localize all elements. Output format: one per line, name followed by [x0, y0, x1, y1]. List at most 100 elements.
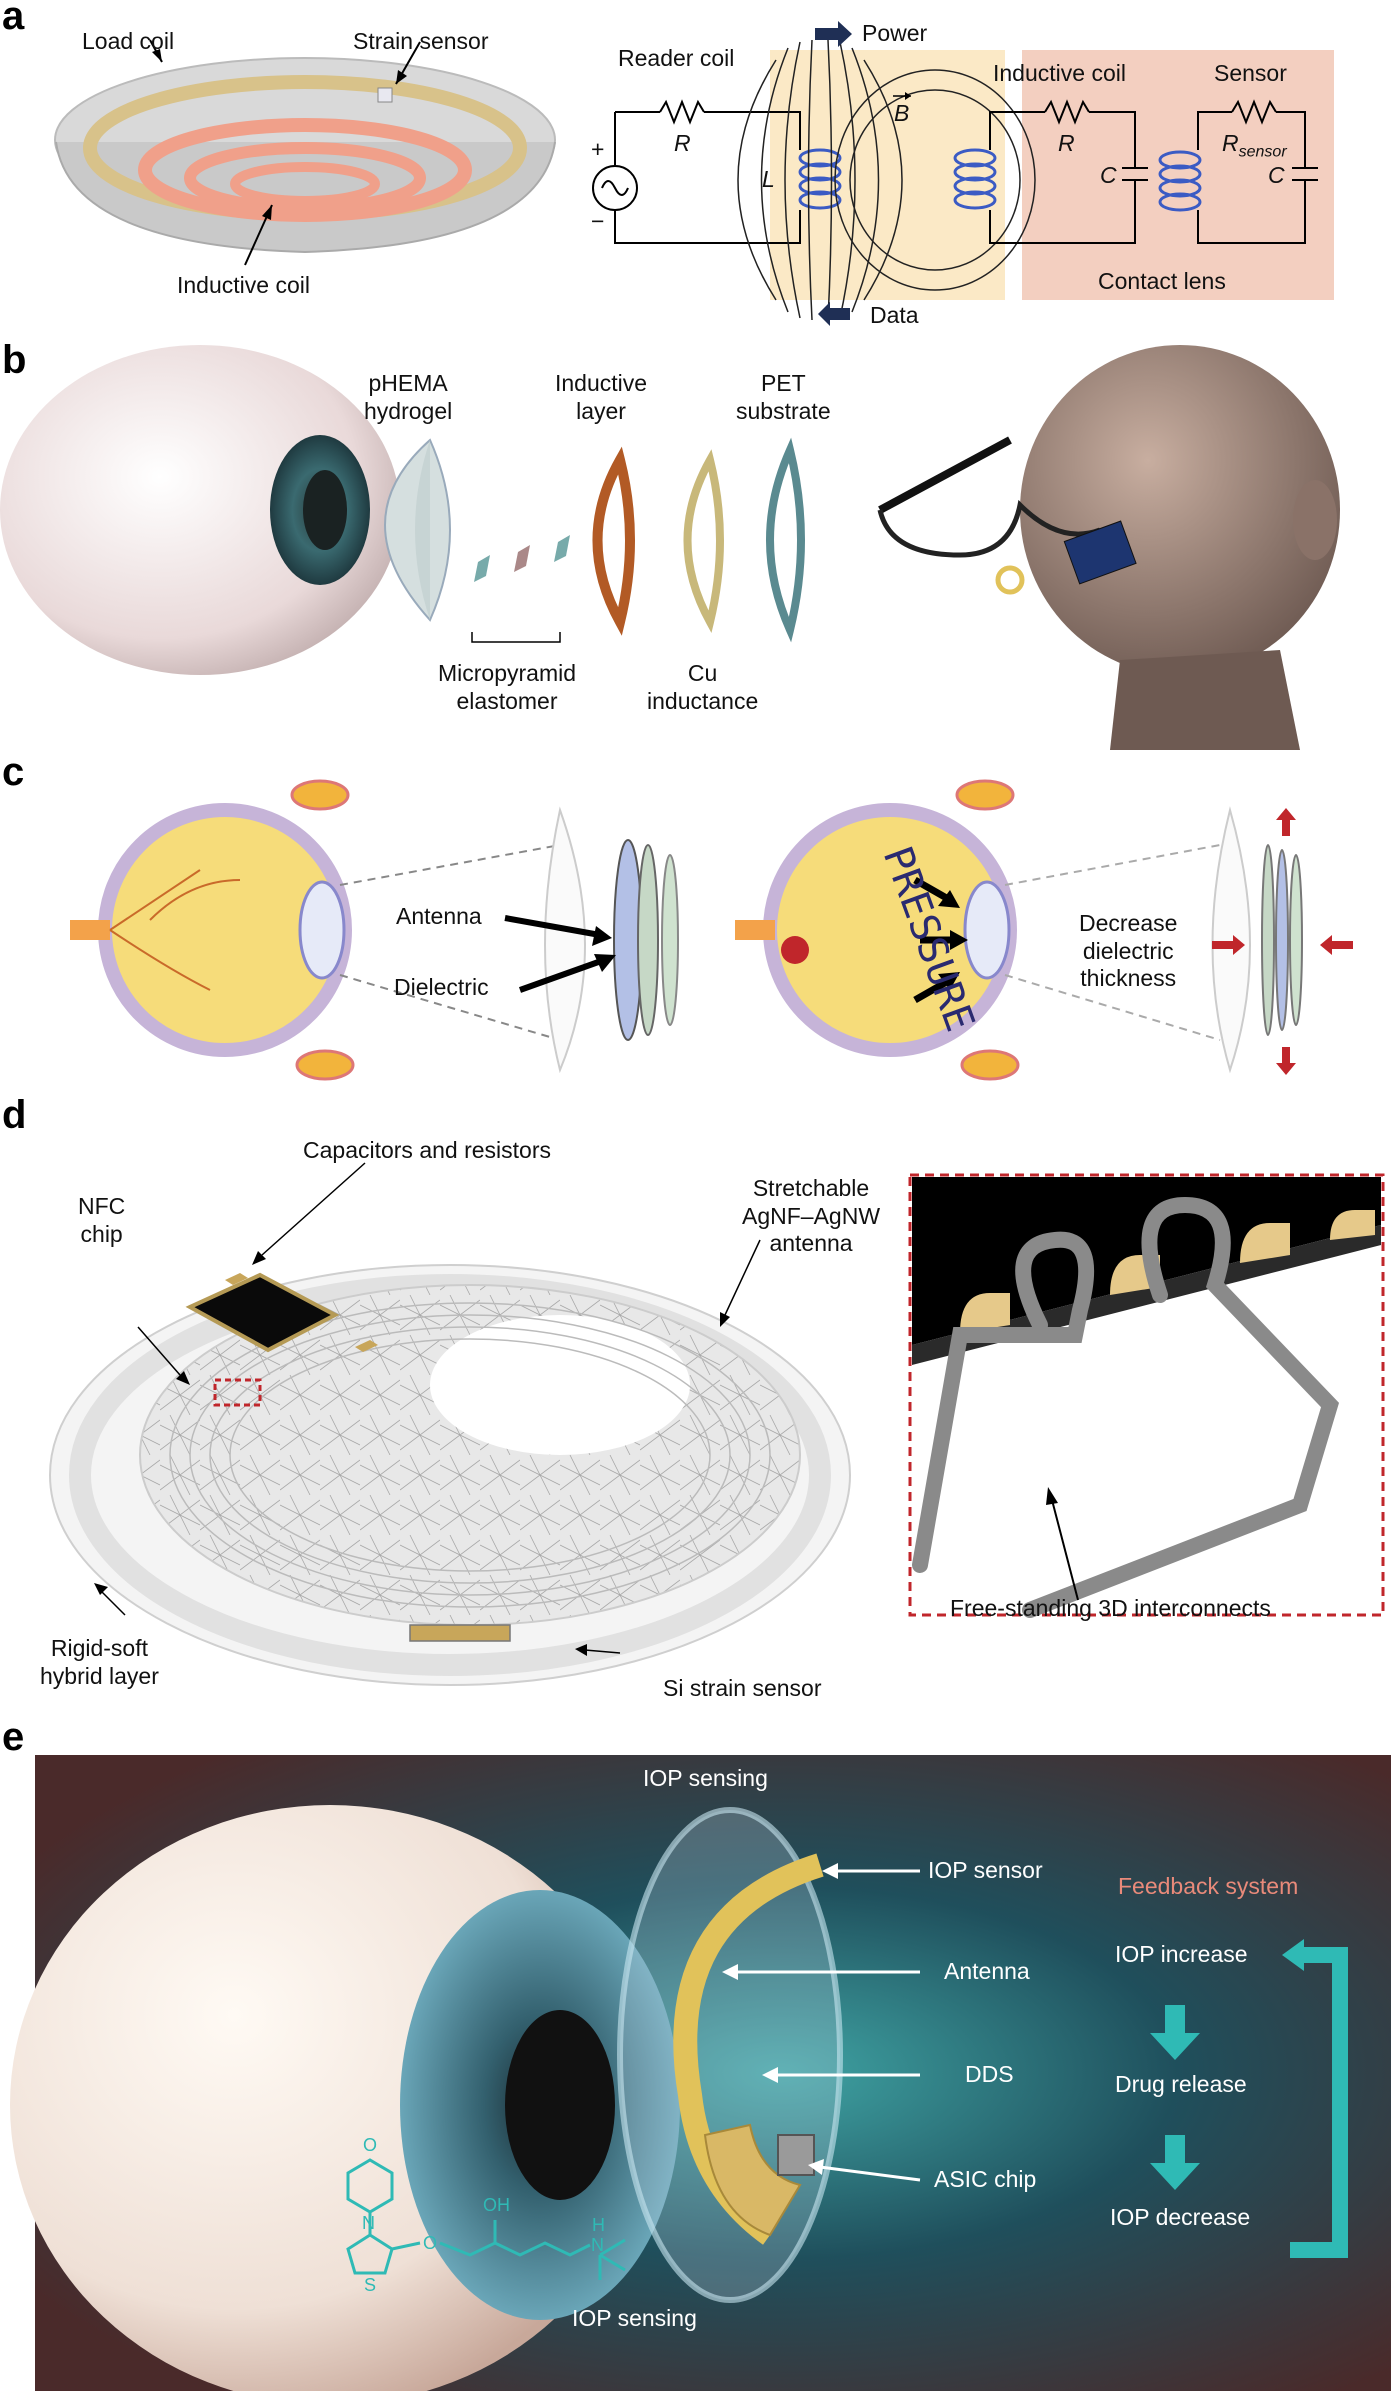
lens-ring-glasses [995, 565, 1025, 595]
label-feedback-system: Feedback system [1118, 1873, 1299, 1899]
inductive-line2: layer [576, 397, 626, 424]
power-arrow [815, 21, 852, 47]
inductive-coil-ring-3 [230, 162, 380, 206]
panel-a: a [0, 0, 1391, 330]
mol-label-oh: OH [483, 2195, 510, 2215]
strain-sensor-patch [377, 87, 393, 103]
label-si-strain: Si strain sensor [663, 1675, 822, 1701]
micropyramid-3 [554, 535, 570, 562]
lens-coil [953, 148, 997, 210]
r-sensor-sub: sensor [1238, 143, 1287, 161]
micropyramid-1 [474, 555, 490, 582]
muscle-bottom-right [960, 1049, 1020, 1081]
panel-a-graphics [54, 21, 1334, 326]
rigid-line1: Rigid-soft [50, 1635, 149, 1661]
nfc-chip [185, 1272, 340, 1353]
decrease-line1: Decrease [1079, 910, 1178, 936]
glasses-temple [878, 436, 1012, 514]
label-dds: DDS [965, 2061, 1014, 2087]
stretch-line2: AgNF–AgNW [742, 1202, 881, 1229]
label-cap-res: Capacitors and resistors [303, 1137, 551, 1163]
panel-label-c: c [2, 750, 25, 794]
timolol-molecule [346, 2158, 626, 2280]
cu-line2: inductance [647, 687, 759, 714]
muscle-bottom-left [295, 1049, 355, 1081]
label-antenna-c: Antenna [396, 903, 482, 929]
glasses-frame [877, 499, 1101, 558]
magnetic-field-lines [737, 39, 1036, 321]
label-reader-r: R [674, 130, 691, 156]
r-sensor-main: R [1222, 130, 1239, 156]
red-arrow-right [1212, 935, 1245, 955]
micro-line2: elastomer [456, 687, 558, 714]
pet-line2: substrate [736, 397, 831, 424]
label-power: Power [862, 20, 928, 46]
capacitor-1 [225, 1273, 248, 1285]
panel-label-b: b [2, 338, 27, 382]
inductive-line1: Inductive [555, 370, 648, 396]
mol-label-n2: N [591, 2235, 604, 2255]
red-arrow-down [1276, 1047, 1296, 1075]
stretch-line3: antenna [769, 1230, 853, 1257]
feedback-arrow-1 [1150, 2005, 1200, 2060]
head [1020, 345, 1340, 675]
ear [1293, 480, 1337, 560]
contact-lens-e [617, 1807, 843, 2303]
dielectric-layer-left [637, 844, 659, 1036]
cu-inductance-layer [683, 449, 724, 633]
stretch-line1: Stretchable [752, 1175, 870, 1201]
pupil-e [505, 2010, 615, 2200]
lens-right [963, 880, 1011, 980]
neck [1110, 650, 1300, 750]
red-arrow-up [1276, 808, 1296, 836]
label-inductive-coil-a: Inductive coil [177, 272, 310, 298]
pupil-b [303, 470, 347, 550]
data-arrow [818, 302, 850, 326]
feedback-arrow-2 [1150, 2135, 1200, 2190]
phema-line1: pHEMA [368, 370, 448, 396]
cornea-left [544, 806, 586, 1074]
inductive-coil-ring-2 [184, 142, 426, 214]
mol-label-s: S [364, 2275, 377, 2295]
panel-e-graphics [10, 1755, 1391, 2391]
label-lens-r: R [1058, 130, 1075, 156]
micropyramid-2 [514, 545, 530, 572]
optic-disc-red [781, 936, 809, 964]
panel-label-e: e [2, 1715, 25, 1759]
inductive-layer [592, 446, 635, 636]
reader-circuit [592, 99, 801, 244]
label-dielectric-c: Dielectric [394, 974, 489, 1000]
red-arrow-left [1320, 935, 1353, 955]
panel-e: e [0, 1715, 1391, 2391]
panel-label-a: a [2, 0, 25, 38]
label-b-field: B [894, 100, 910, 126]
interconnect-wires [912, 1196, 1340, 1618]
cornea-right [1211, 806, 1251, 1074]
sensor-circuit [1197, 99, 1318, 244]
label-contact-lens: Contact lens [1098, 268, 1226, 294]
label-r-sensor: Rsensor [1222, 130, 1287, 162]
label-free-standing: Free-standing 3D interconnects [950, 1595, 1271, 1621]
mol-label-h: H [592, 2215, 605, 2235]
nfc-line1: NFC [78, 1193, 126, 1219]
lens-circuit [989, 99, 1148, 244]
reader-coil [798, 148, 842, 210]
lens-left [298, 880, 346, 980]
label-iop-increase: IOP increase [1115, 1941, 1248, 1967]
decrease-line2: dielectric [1082, 937, 1174, 964]
pet-line1: PET [760, 370, 806, 396]
label-iop-decrease: IOP decrease [1110, 2204, 1251, 2230]
mol-label-o-ring: O [363, 2135, 378, 2155]
eyeball-b [0, 345, 400, 675]
muscle-top-right [955, 779, 1015, 811]
capacitor-2 [355, 1340, 378, 1352]
